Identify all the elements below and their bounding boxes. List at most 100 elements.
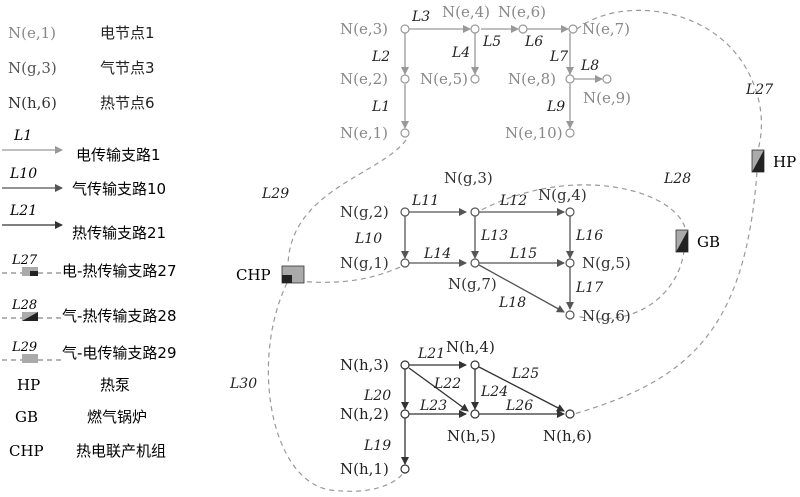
- legend-branch-eh-desc: 电-热传输支路27: [62, 262, 177, 280]
- label-e1: N(e,1): [340, 124, 388, 142]
- chp-box-fill: [282, 275, 292, 283]
- label-g6: N(g,6): [582, 307, 631, 325]
- label-h4: N(h,4): [446, 338, 495, 356]
- legend-branch-ge-desc: 气-电传输支路29: [62, 344, 177, 362]
- node-e1: [400, 128, 410, 138]
- electric-network: [401, 25, 603, 129]
- legend-hp-abbr: HP: [17, 376, 40, 394]
- label-L20: L20: [363, 388, 391, 404]
- legend-chp-abbr: CHP: [9, 442, 44, 460]
- legend-branch-gas-label: L10: [9, 166, 37, 182]
- label-e3: N(e,3): [340, 20, 388, 38]
- node-e2: [400, 74, 410, 84]
- label-L19: L19: [363, 438, 391, 454]
- branch-L27-lower: [573, 171, 758, 415]
- gas-nodes: [400, 207, 575, 320]
- legend-node-gas-desc: 气节点3: [100, 59, 155, 77]
- gb-device: GB: [675, 229, 720, 253]
- label-e9: N(e,9): [583, 89, 631, 107]
- node-h3: [400, 360, 410, 370]
- branch-L28-lower: [575, 249, 685, 320]
- node-e4: [470, 24, 480, 34]
- node-e5: [470, 74, 480, 84]
- gas-labels: N(g,2) N(g,3) N(g,4) N(g,1) N(g,7) N(g,5…: [340, 169, 631, 325]
- label-L14: L14: [423, 246, 451, 262]
- branch-L29-upper: [287, 139, 407, 266]
- label-e8: N(e,8): [508, 70, 556, 88]
- label-g4: N(g,4): [538, 186, 587, 204]
- heat-branch-labels: L21 L20 L19 L22 L23 L24 L25 L26: [363, 346, 539, 454]
- legend: N(e,1) 电节点1 N(g,3) 气节点3 N(h,6) 热节点6 L1 电…: [2, 24, 177, 460]
- label-L5: L5: [482, 34, 501, 50]
- label-L18: L18: [498, 295, 526, 311]
- node-e9: [602, 74, 612, 84]
- label-h5: N(h,5): [447, 427, 496, 445]
- legend-chp-desc: 热电联产机组: [76, 442, 166, 460]
- legend-branch-elec-label: L1: [13, 128, 32, 144]
- legend-branch-heat-desc: 热传输支路21: [72, 224, 166, 242]
- heat-labels: N(h,3) N(h,4) N(h,2) N(h,5) N(h,6) N(h,1…: [340, 338, 592, 478]
- hp-box-fill: [752, 150, 764, 172]
- label-L16: L16: [575, 228, 603, 244]
- label-L7: L7: [549, 49, 568, 65]
- node-e6: [518, 24, 528, 34]
- label-L24: L24: [480, 384, 508, 400]
- branch-L30: [267, 282, 405, 492]
- legend-branch-gh-box-fill: [22, 312, 38, 321]
- branch-L22: [408, 367, 469, 412]
- hp-device: HP: [751, 149, 796, 173]
- label-L6: L6: [524, 34, 543, 50]
- branch-L28-upper: [473, 184, 687, 233]
- legend-branch-heat-label: L21: [9, 203, 37, 219]
- legend-node-gas-name: N(g,3): [8, 59, 57, 77]
- label-h3: N(h,3): [340, 356, 389, 374]
- label-L23: L23: [419, 398, 447, 414]
- electric-nodes: [400, 24, 612, 138]
- node-h4: [470, 360, 480, 370]
- label-e10: N(e,10): [505, 124, 563, 142]
- node-h2: [400, 409, 410, 419]
- node-g3: [470, 207, 480, 217]
- node-e3: [400, 24, 410, 34]
- label-e6: N(e,6): [498, 3, 546, 21]
- label-L28: L28: [663, 171, 691, 187]
- label-L9: L9: [546, 99, 565, 115]
- label-L2: L2: [371, 49, 390, 65]
- coupling-links: [267, 9, 763, 492]
- label-e5: N(e,5): [420, 70, 468, 88]
- legend-branch-eh-box-fill: [30, 271, 38, 276]
- label-L29: L29: [261, 186, 289, 202]
- node-g6: [565, 310, 575, 320]
- label-L22: L22: [433, 376, 461, 392]
- label-L12: L12: [499, 193, 527, 209]
- legend-branch-eh-label: L27: [11, 253, 38, 268]
- legend-branch-elec-desc: 电传输支路1: [76, 146, 161, 164]
- label-g1: N(g,1): [340, 254, 389, 272]
- node-h6: [565, 409, 575, 419]
- label-L3: L3: [411, 9, 430, 25]
- node-g1: [400, 258, 410, 268]
- label-L17: L17: [575, 280, 603, 296]
- label-L30: L30: [229, 376, 257, 392]
- hp-label: HP: [773, 153, 796, 171]
- label-h1: N(h,1): [340, 460, 389, 478]
- node-h1: [400, 464, 410, 474]
- label-e7: N(e,7): [582, 20, 630, 38]
- gb-label: GB: [697, 233, 720, 251]
- label-h2: N(h,2): [340, 405, 389, 423]
- label-L21: L21: [417, 346, 445, 362]
- legend-node-elec-desc: 电节点1: [100, 24, 155, 42]
- electric-labels: N(e,3) N(e,4) N(e,6) N(e,7) N(e,2) N(e,5…: [340, 3, 631, 142]
- node-g5: [565, 258, 575, 268]
- label-L10: L10: [354, 231, 382, 247]
- gb-box-fill: [676, 230, 688, 252]
- label-L11: L11: [411, 193, 439, 209]
- legend-branch-ge-box: [22, 354, 38, 363]
- label-L15: L15: [509, 246, 537, 262]
- chp-label: CHP: [236, 266, 271, 284]
- legend-branch-gh-label: L28: [11, 298, 37, 313]
- gas-network: [401, 208, 574, 313]
- label-L25: L25: [511, 366, 539, 382]
- legend-branch-gh-desc: 气-热传输支路28: [62, 307, 177, 325]
- legend-node-elec-name: N(e,1): [8, 24, 56, 42]
